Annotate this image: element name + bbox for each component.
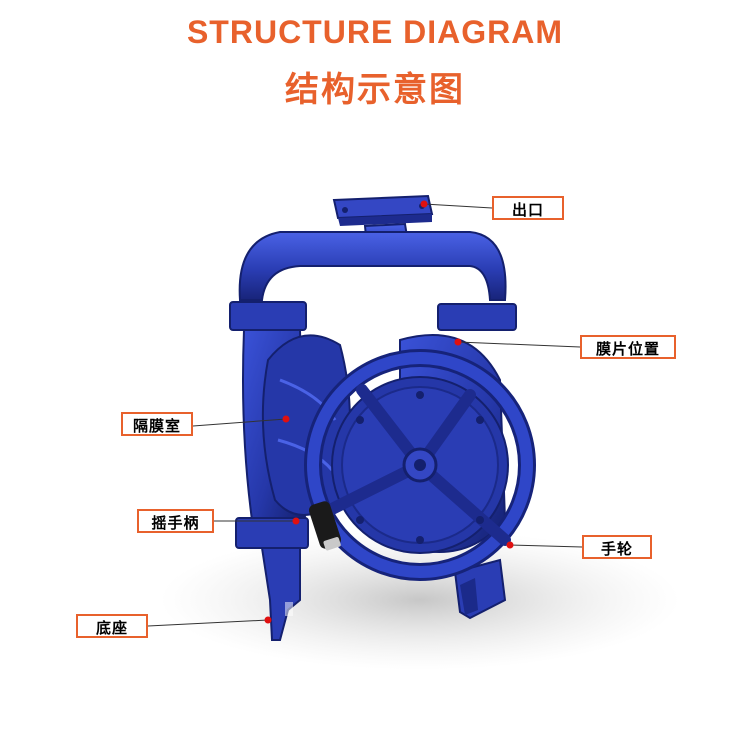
label-diaphragm-position: 膜片位置 — [580, 335, 676, 359]
label-handwheel: 手轮 — [582, 535, 652, 559]
label-outlet: 出口 — [492, 196, 564, 220]
title-english: STRUCTURE DIAGRAM — [186, 14, 564, 50]
base-feet — [260, 547, 507, 641]
left-lower-flange — [235, 517, 309, 549]
label-crank-handle: 摇手柄 — [137, 509, 214, 533]
crank-handle — [308, 501, 342, 551]
callout-markers — [264, 200, 514, 624]
top-manifold — [238, 231, 507, 301]
label-base: 底座 — [76, 614, 148, 638]
handwheel — [304, 349, 536, 581]
title-chinese: 结构示意图 — [285, 70, 465, 110]
right-upper-flange — [437, 303, 517, 331]
left-upper-flange — [229, 301, 307, 331]
leader-lines — [147, 203, 583, 627]
label-diaphragm-chamber: 隔膜室 — [121, 412, 193, 436]
